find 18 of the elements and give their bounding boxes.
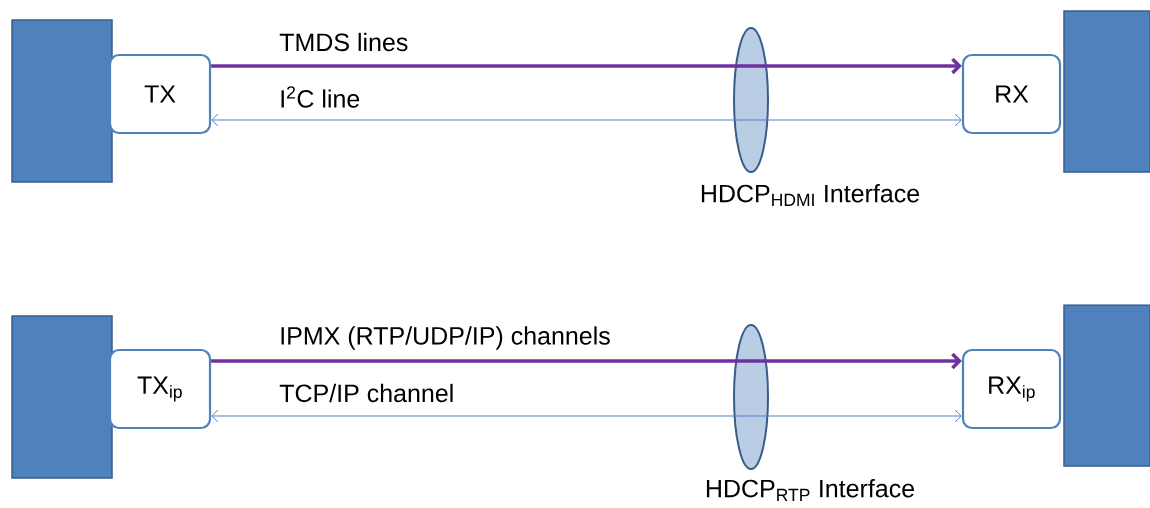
- device-block: [11, 315, 113, 479]
- port-box: RX$_{ip}$: [961, 348, 1062, 430]
- connection-arrow: [211, 57, 962, 75]
- connection-arrow: [211, 113, 962, 127]
- edge-label: IPMX (RTP/UDP/IP) channels: [281, 326, 610, 350]
- connection-arrow: [211, 352, 962, 370]
- port-box: TX$_{ip}$: [108, 348, 212, 430]
- connection-arrow: [211, 409, 962, 423]
- interface-label: HDCP$_{RTP}$ Interface: [706, 479, 914, 501]
- device-block: [1063, 10, 1150, 173]
- device-block: [1063, 304, 1150, 467]
- edge-label: TMDS lines: [279, 32, 408, 52]
- interface-label: HDCP$_{HDMI}$ Interface: [701, 184, 920, 206]
- device-block: [11, 19, 113, 183]
- edge-label: I$^{2}$C line: [281, 86, 360, 108]
- port-box: TX: [108, 53, 212, 135]
- port-box: RX: [961, 53, 1062, 135]
- edge-label: TCP/IP channel: [279, 383, 453, 403]
